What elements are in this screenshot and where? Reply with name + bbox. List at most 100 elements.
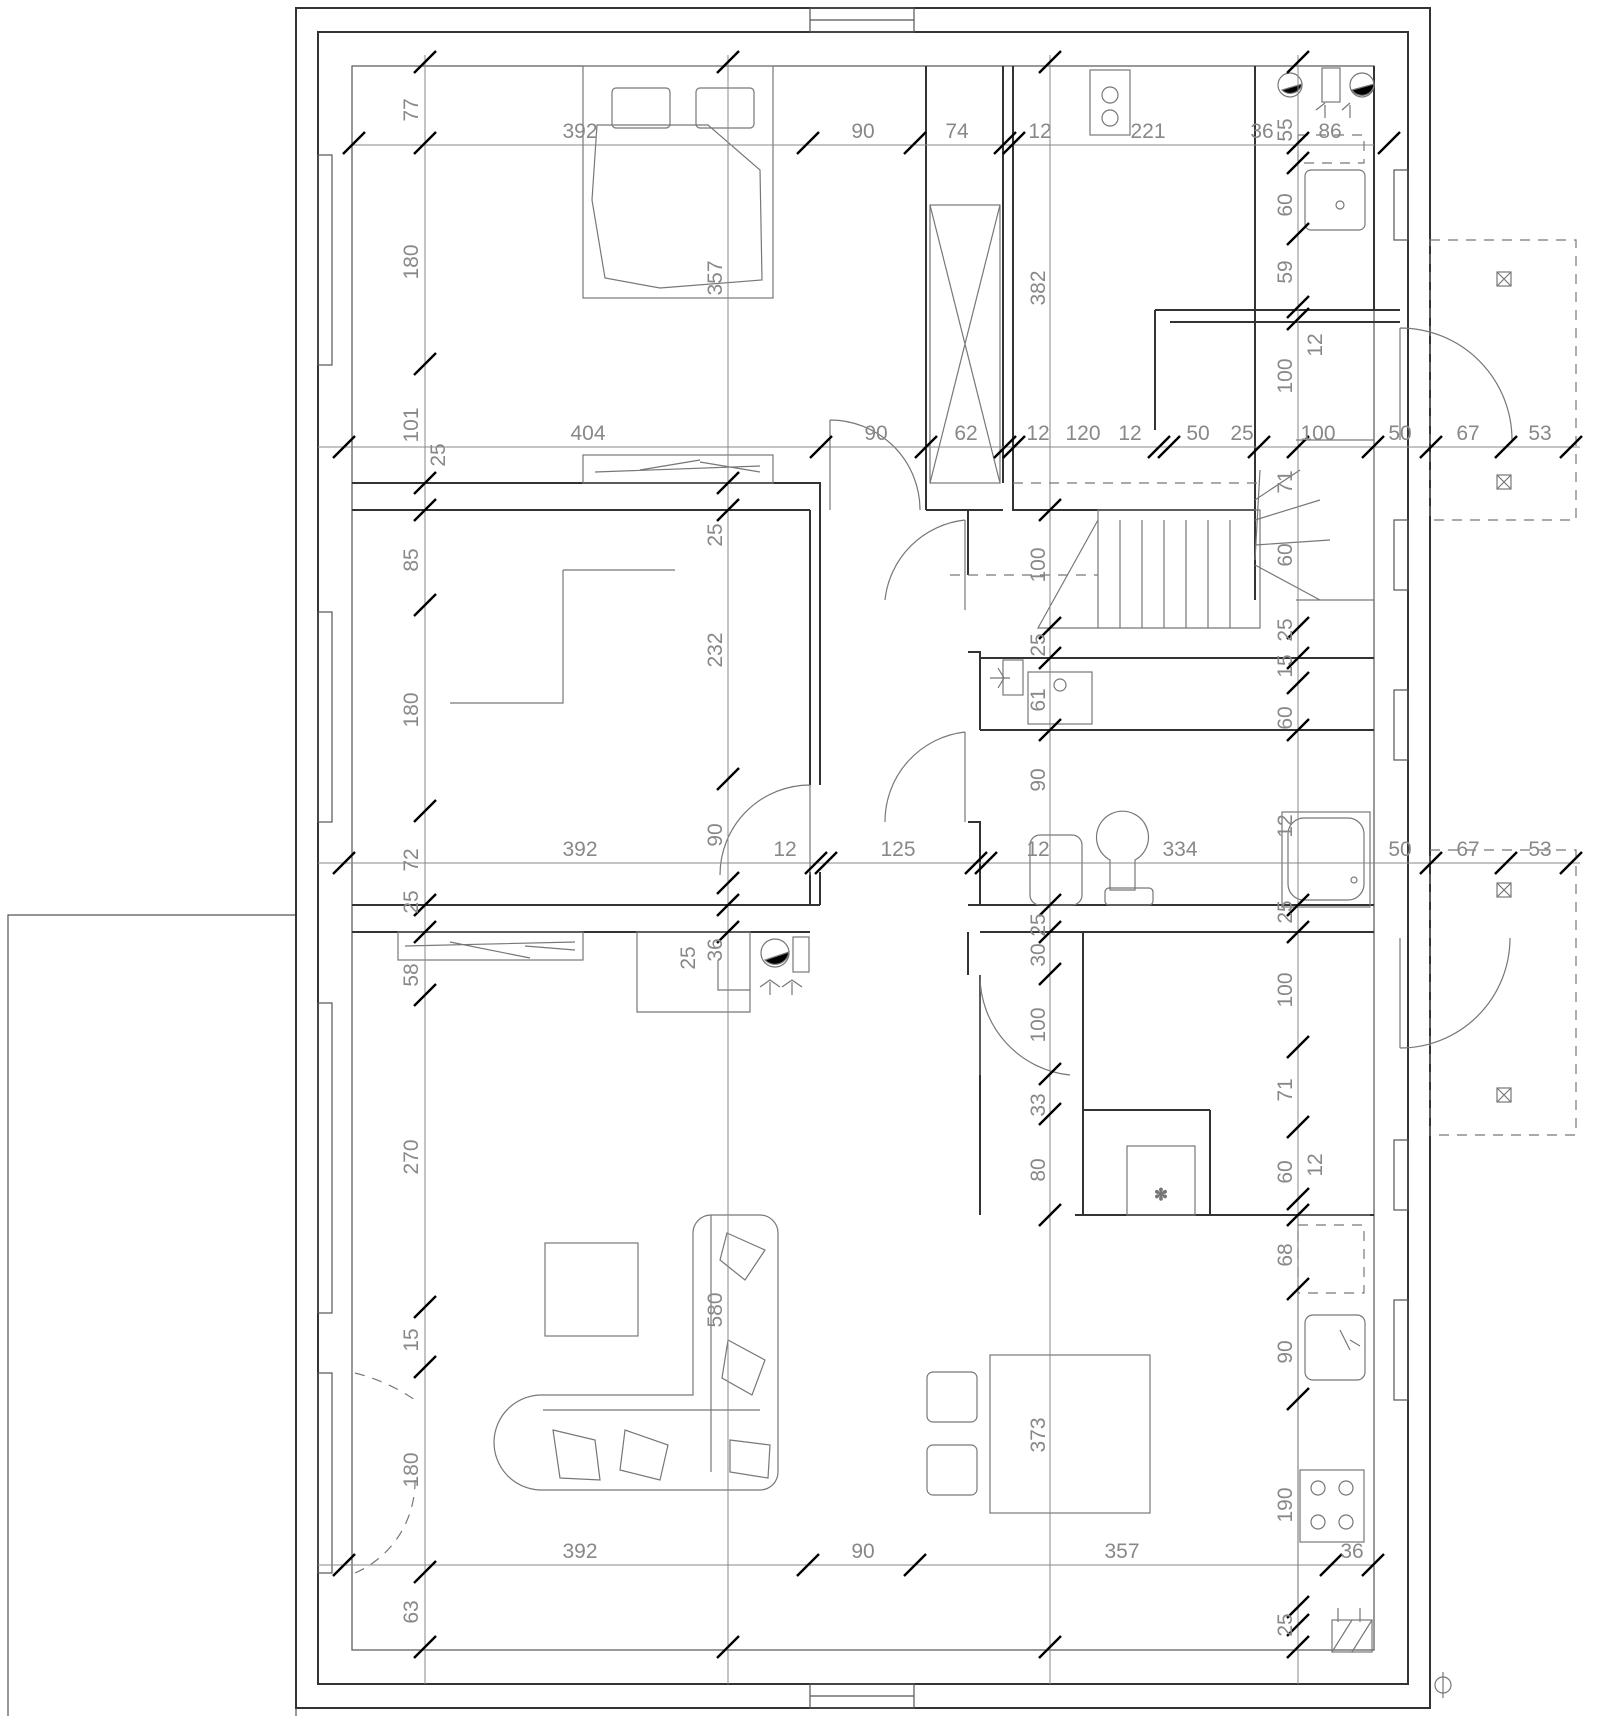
dimension-label: 25 [1230, 422, 1253, 445]
dimension-label: 580 [704, 1292, 727, 1327]
wardrobe-lower [397, 931, 584, 961]
porch-upper [1429, 239, 1577, 521]
dimension-label: 100 [1027, 1007, 1050, 1042]
dimension-label: 334 [1162, 838, 1197, 861]
porch-lower [1429, 849, 1577, 1136]
dimension-label: 50 [1388, 422, 1411, 445]
dimension-label: 357 [1104, 1540, 1139, 1563]
dimension-label: 12 [1118, 422, 1141, 445]
dimension-ticks [332, 50, 1583, 1659]
dimension-label: 125 [880, 838, 915, 861]
dimension-label: 12 [1304, 333, 1327, 356]
shaft [929, 204, 1001, 484]
dimension-label: 120 [1065, 422, 1100, 445]
reference-mark [1434, 1672, 1452, 1698]
staircase [950, 469, 1331, 629]
dimension-label: 74 [945, 120, 969, 143]
chimney [636, 931, 810, 1013]
dimension-label: 100 [1274, 358, 1297, 393]
dimension-label: 25 [677, 946, 700, 969]
dimension-label: 60 [1274, 1160, 1297, 1183]
dimension-label: 25 [1274, 618, 1297, 641]
dimension-label: 67 [1456, 422, 1479, 445]
dimension-label: 392 [562, 120, 597, 143]
dimension-label: 382 [1027, 270, 1050, 305]
inner-finish-line [351, 65, 1375, 1651]
dimension-label: 101 [400, 407, 423, 442]
dimension-label: 30 [1027, 943, 1050, 966]
dimension-label: 72 [400, 848, 423, 871]
dimension-label: 90 [704, 823, 727, 846]
dimension-label: 15 [1274, 654, 1297, 677]
dimension-label: 62 [954, 422, 977, 445]
dimension-label: 90 [851, 120, 874, 143]
dimension-label: 25 [427, 443, 450, 466]
svg-text:✻: ✻ [1154, 1185, 1167, 1204]
dimension-label: 36 [1250, 120, 1273, 143]
windows-left [317, 154, 333, 1574]
dimension-label: 77 [400, 98, 423, 121]
outer-wall-outer [295, 7, 1431, 1709]
terrace-outline [7, 914, 297, 1716]
dimension-label: 67 [1456, 838, 1479, 861]
dimension-label: 180 [400, 1452, 423, 1487]
dimension-label: 90 [1274, 1340, 1297, 1363]
dimension-label: 12 [1274, 814, 1297, 837]
vertical-dimension-labels: 77 180 101 25 85 180 72 25 58 270 15 180… [400, 98, 1327, 1636]
dimension-label: 68 [1274, 1243, 1297, 1266]
dimension-label: 12 [1304, 1153, 1327, 1176]
dimension-label: 12 [773, 838, 796, 861]
dimension-label: 55 [1274, 118, 1297, 141]
kitchenette-top [1089, 67, 1375, 601]
dimension-label: 80 [1027, 1158, 1050, 1181]
dimension-label: 25 [1027, 633, 1050, 656]
dimension-label: 404 [570, 422, 605, 445]
dimension-label: 36 [704, 938, 727, 961]
dimension-label: 392 [562, 838, 597, 861]
windows-right [1393, 169, 1409, 1401]
dimension-label: 25 [1274, 900, 1297, 923]
coffee-table [544, 1242, 639, 1337]
dimension-label: 60 [1274, 193, 1297, 216]
fridge: ✻ [1126, 1145, 1196, 1216]
outer-wall-inner [317, 31, 1409, 1685]
interior-walls [352, 66, 1400, 1216]
dimension-label: 12 [1026, 838, 1049, 861]
dimension-label: 86 [1318, 120, 1341, 143]
dimension-label: 53 [1528, 838, 1551, 861]
dimension-label: 25 [400, 890, 423, 913]
window-top [809, 7, 915, 33]
dimension-label: 63 [400, 1600, 423, 1623]
dimension-label: 270 [400, 1139, 423, 1174]
dimension-label: 12 [1026, 422, 1049, 445]
dimension-label: 357 [704, 260, 727, 295]
dimension-label: 53 [1528, 422, 1551, 445]
dimension-label: 90 [1027, 768, 1050, 791]
doors [354, 327, 1513, 1574]
dimension-label: 100 [1274, 972, 1297, 1007]
dimension-label: 100 [1300, 422, 1335, 445]
dimension-label: 15 [400, 1328, 423, 1351]
dining-set [926, 1354, 1151, 1514]
dimension-label: 33 [1027, 1093, 1050, 1116]
dimension-label: 392 [562, 1540, 597, 1563]
dimension-label: 100 [1027, 547, 1050, 582]
ventilation-bottom [1331, 1608, 1373, 1653]
dimension-label: 61 [1027, 688, 1050, 711]
dimension-lines [318, 55, 1580, 1684]
dimension-label: 373 [1027, 1417, 1050, 1452]
dimension-label: 58 [400, 963, 423, 986]
dimension-label: 180 [400, 244, 423, 279]
dimension-label: 60 [1274, 706, 1297, 729]
desk [450, 569, 675, 704]
dimension-label: 59 [1274, 260, 1297, 283]
dimension-label: 71 [1274, 1078, 1297, 1101]
dimension-label: 180 [400, 692, 423, 727]
dimension-label: 85 [400, 548, 423, 571]
dimension-label: 90 [864, 422, 887, 445]
horizontal-dimension-labels: 392 90 74 12 221 36 86 404 90 62 12 120 … [562, 120, 1551, 1563]
dimension-label: 12 [1028, 120, 1051, 143]
dimension-label: 50 [1186, 422, 1209, 445]
wardrobe-upper [582, 454, 774, 484]
